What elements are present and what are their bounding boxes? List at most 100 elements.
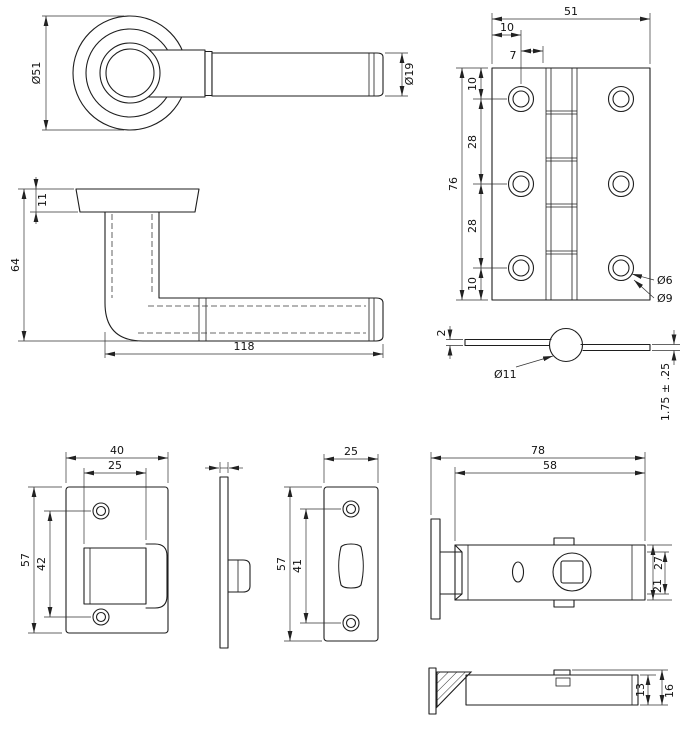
hinge-hole	[512, 175, 530, 193]
hinge-hole-countersink	[607, 170, 635, 198]
leaf-thickness-extension-lines	[446, 339, 463, 346]
bolt-section-hatched	[436, 671, 473, 709]
dim-overall-height: 64	[9, 258, 22, 272]
view-latch-front: 40 25 57 42	[19, 444, 169, 634]
dim-hinge-bottom-margin: 10	[466, 277, 479, 291]
latchbody-length-extension-lines	[430, 452, 646, 541]
pin-tolerance-extension-lines	[652, 344, 680, 351]
dim-bolt-width: 25	[108, 459, 122, 472]
dim-case-height: 27	[652, 556, 665, 570]
latchbody-faceplate	[430, 518, 441, 620]
view-hinge-front: 51 10 7 76 10 28 28 10 Ø6 Ø9	[447, 5, 673, 305]
case-bottom-outline	[465, 674, 639, 706]
dim-leaf-thickness: 2	[435, 330, 448, 337]
view-latch-body-bottom: 13 16	[428, 667, 676, 715]
hinge-hole-countersink	[507, 254, 535, 282]
bolt-width-extension-lines	[83, 468, 147, 544]
latchbody-case	[454, 544, 646, 601]
case-bottom-detail	[555, 677, 571, 687]
dim-hinge-width: 51	[564, 5, 578, 18]
dim-countersink-dia: Ø9	[657, 292, 673, 305]
hub-outer-circle	[99, 42, 161, 104]
dim-overall-length: 118	[234, 340, 255, 353]
strike-width-extension-lines	[323, 454, 379, 483]
strike-screw-hole	[342, 614, 360, 632]
dim-latch-hole-pitch: 42	[35, 557, 48, 571]
hinge-knuckle-circle	[548, 327, 584, 363]
latchbody-bolt-lines	[439, 544, 463, 601]
dim-latch-overall-width: 40	[110, 444, 124, 457]
hinge-hole-countersink	[607, 85, 635, 113]
dim-case-thickness: 13	[634, 683, 647, 697]
dim-latch-height: 57	[19, 553, 32, 567]
case-bottom-tab-top	[553, 669, 571, 676]
hinge-leaf-outline	[491, 67, 651, 301]
handle-side-profile	[104, 211, 384, 342]
dim-pin-tolerance: 1.75 ± .25	[659, 363, 672, 421]
faceplate-thickness-extension-lines	[219, 462, 229, 473]
latch-flange-outline	[65, 486, 169, 634]
dim-hinge-pitch-upper: 28	[466, 135, 479, 149]
dim-hinge-top-margin: 10	[466, 77, 479, 91]
view-latch-body-side: 78 58 27 21	[430, 444, 672, 620]
hinge-hole-countersink	[507, 85, 535, 113]
hinge-width-extension-lines	[491, 13, 651, 64]
view-latch-side	[205, 462, 251, 649]
dim-strike-height: 57	[275, 557, 288, 571]
dim-overall-thickness: 16	[663, 684, 676, 698]
faceplate-bottom-view	[428, 667, 437, 715]
view-hinge-side: 2 Ø11 1.75 ± .25	[435, 326, 680, 421]
hinge-hole-countersink	[507, 170, 535, 198]
dim-holes-to-knuckle: 7	[510, 49, 517, 62]
hinge-leaves-edge-lines	[464, 338, 651, 352]
hole-dia-leader	[631, 273, 655, 281]
hub-inner-circle	[105, 48, 155, 98]
strike-cutout	[338, 543, 364, 589]
handle-side-detail-lines	[198, 298, 375, 341]
view-strike-plate: 25 57 41	[275, 445, 379, 642]
hinge-hole	[612, 175, 630, 193]
view-handle-side: 11 64 118	[9, 177, 384, 358]
dim-tube-height: 21	[651, 579, 664, 593]
lever-collar	[204, 50, 213, 97]
dim-rose-dia: Ø51	[30, 62, 43, 85]
spindle-hub-circle	[552, 552, 592, 592]
rose-dia-extension-lines	[42, 15, 124, 131]
lever-end-cap-lines	[368, 53, 375, 96]
rose-side-profile	[75, 188, 200, 213]
dim-lever-dia: Ø19	[403, 63, 416, 86]
dim-strike-hole-pitch: 41	[291, 559, 304, 573]
dim-rose-thickness: 11	[36, 193, 49, 207]
case-slot	[511, 561, 525, 583]
hinge-hole	[612, 90, 630, 108]
hinge-hole	[512, 259, 530, 277]
hinge-top-dim-extension-lines	[520, 30, 544, 84]
dim-hole-dia: Ø6	[657, 274, 673, 287]
dim-knuckle-dia: Ø11	[494, 368, 517, 381]
knuckle-dia-leader	[515, 355, 554, 368]
strike-screw-hole	[342, 500, 360, 518]
hinge-hole	[612, 259, 630, 277]
hinge-hole-countersink	[607, 254, 635, 282]
hinge-hole	[512, 90, 530, 108]
case-bottom-tab	[553, 599, 575, 608]
strike-screw-hole-inner	[345, 617, 357, 629]
lever-grip	[211, 52, 384, 97]
latch-bolt-front	[83, 547, 147, 605]
strike-screw-hole-inner	[345, 503, 357, 515]
dim-case-length: 58	[543, 459, 557, 472]
latch-screw-hole-inner	[95, 505, 107, 517]
dim-edge-to-holes: 10	[500, 21, 514, 34]
bolt-side-profile	[227, 559, 251, 593]
strike-plate-outline	[323, 486, 379, 642]
case-top-tab	[553, 537, 575, 546]
latch-bolt-bulge	[145, 543, 168, 609]
latch-screw-hole	[92, 502, 110, 520]
view-handle-front: Ø51 Ø19	[30, 15, 416, 131]
spindle-square-hole	[560, 560, 584, 584]
handle-side-hidden-lines	[111, 214, 366, 334]
faceplate-edge	[219, 476, 229, 649]
latch-screw-hole-inner	[95, 611, 107, 623]
